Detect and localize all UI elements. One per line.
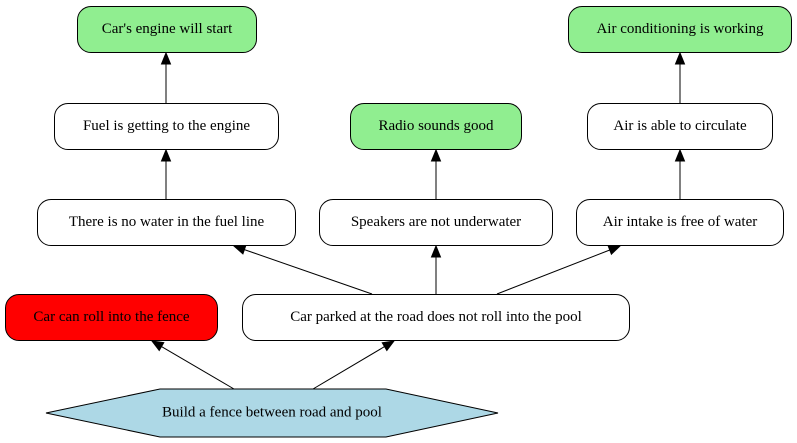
arrow-head-icon [160, 51, 172, 65]
node-no-water-in-fuel-line: There is no water in the fuel line [37, 199, 296, 246]
node-car-can-roll-into-fence: Car can roll into the fence [5, 294, 218, 341]
node-speakers-not-underwater: Speakers are not underwater [319, 199, 553, 246]
edge-no_water_fuel-to-fuel_engine [160, 148, 172, 199]
arrow-head-icon [430, 148, 442, 162]
arrow-head-icon [674, 148, 686, 162]
arrow-head-icon [160, 148, 172, 162]
build-fence-hexagon [45, 388, 499, 438]
edge-line [312, 346, 385, 390]
edge-intake_dry-to-air_circulate [674, 148, 686, 199]
edge-line [244, 249, 373, 295]
edge-no_roll_pool-to-speakers_dry [430, 244, 442, 294]
arrow-head-icon [674, 51, 686, 65]
edge-line [496, 249, 610, 295]
edge-fuel_engine-to-engine_start [160, 51, 172, 103]
arrow-head-icon [381, 340, 396, 352]
node-air-intake-free-of-water: Air intake is free of water [576, 199, 784, 246]
arrow-head-icon [430, 244, 442, 258]
edge-air_circulate-to-ac_working [674, 51, 686, 103]
node-air-able-to-circulate: Air is able to circulate [587, 103, 773, 150]
node-engine-will-start: Car's engine will start [77, 6, 257, 53]
node-fuel-to-engine: Fuel is getting to the engine [54, 103, 279, 150]
arrow-head-icon [150, 340, 165, 352]
edge-line [161, 346, 235, 390]
edge-speakers_dry-to-radio_good [430, 148, 442, 199]
edge-build_fence-to-no_roll_pool [312, 340, 396, 390]
node-car-does-not-roll-into-pool: Car parked at the road does not roll int… [242, 294, 630, 341]
node-air-conditioning-working: Air conditioning is working [568, 6, 792, 53]
edge-build_fence-to-roll_fence [150, 340, 235, 390]
node-build-fence-label: Build a fence between road and pool [162, 404, 382, 421]
node-radio-sounds-good: Radio sounds good [350, 103, 522, 150]
